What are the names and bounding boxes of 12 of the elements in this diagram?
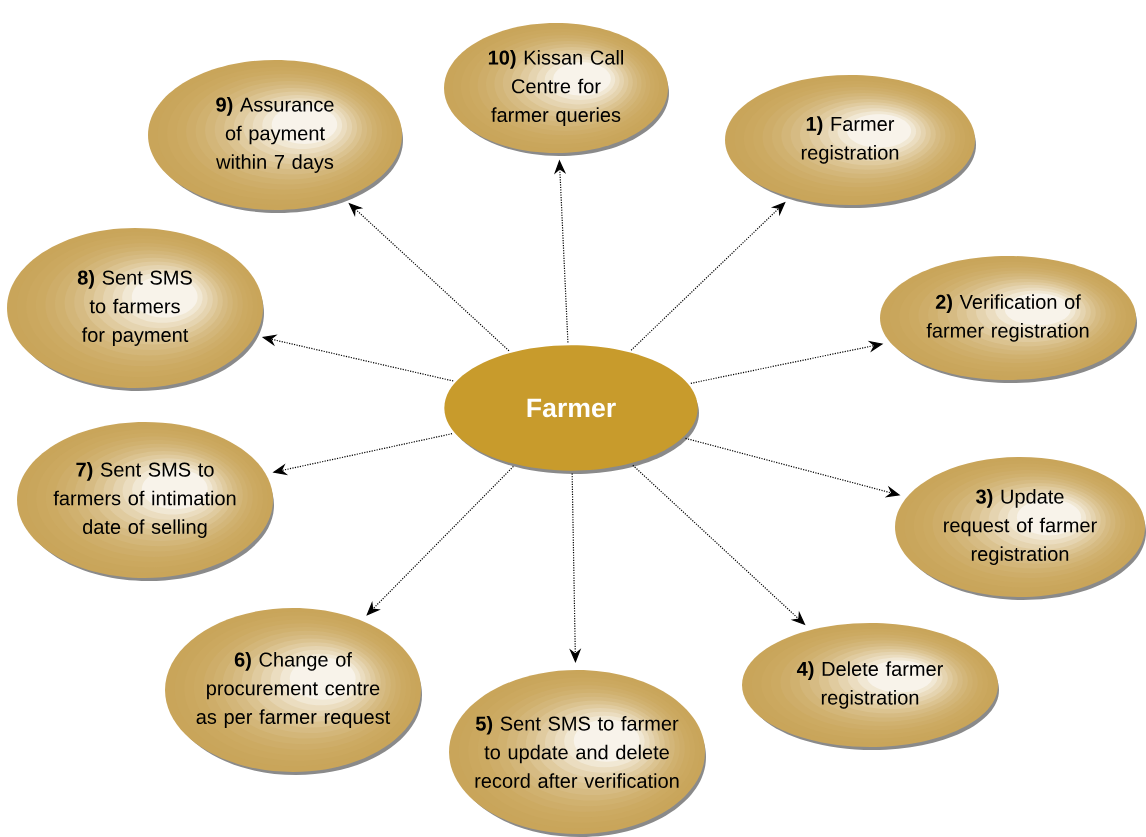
ellipse-node: 7) Sent SMS to farmers of intimation date of selling [17,422,274,581]
ellipse-node: 2) Verification of farmer registration [880,256,1137,383]
ellipse-node: 4) Delete farmer registration [742,623,999,750]
ellipse-node: 8) Sent SMS to farmers for payment [7,228,264,391]
ellipse-node: 10) Kissan Call Centre for farmer queries [444,23,669,156]
ellipse-node: 1) Farmer registration [725,75,976,208]
ellipse-node: 3) Update request of farmer registration [895,457,1146,600]
ellipse-node: 5) Sent SMS to farmer to update and delete record after verification [449,670,706,837]
ellipse-node: Farmer [444,345,699,474]
ellipse-node: 9) Assurance of payment within 7 days [148,60,403,213]
arrow [366,465,514,616]
ellipse-node: 6) Change of procurement centre as per farmer request [165,608,422,775]
